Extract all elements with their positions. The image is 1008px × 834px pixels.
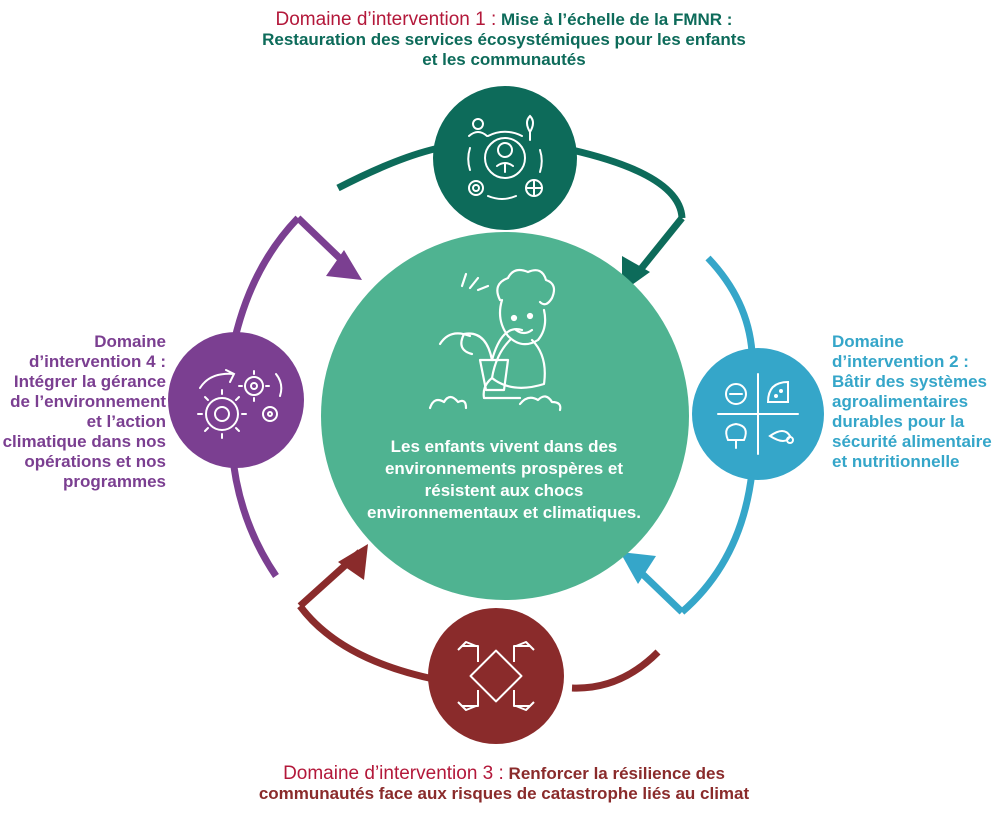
domain-2-label: Domaine d’intervention 2 : Bâtir des sys… (832, 332, 1008, 472)
arc-domain-2-to-center (620, 255, 756, 615)
domain-2-text: Bâtir des systèmes agroalimentaires dura… (832, 372, 992, 471)
domain-2-heading: Domaine d’intervention 2 : (832, 332, 969, 371)
domain-1-text: Mise à l’échelle de la FMNR : Restaurati… (262, 10, 746, 69)
arc-domain-3-to-center (297, 544, 661, 692)
center-outcome-text: Les enfants vivent dans des environnemen… (367, 437, 641, 522)
food-systems-icon (717, 373, 799, 455)
domain-3-heading: Domaine d’intervention 3 : (283, 763, 504, 784)
domain-1-heading: Domaine d’intervention 1 : (275, 9, 497, 30)
domain-4-heading: Domaine d’intervention 4 : (29, 332, 166, 371)
joined-hands-icon (457, 641, 535, 711)
gears-icon (197, 369, 283, 439)
domain-3-circle (428, 608, 564, 744)
ecosystem-services-icon (467, 114, 543, 200)
domain-4-text: Intégrer la gérance de l’environnement e… (2, 372, 166, 491)
domain-3-text: Renforcer la résilience des communautés … (258, 764, 750, 803)
domain-3-label: Domaine d’intervention 3 : Renforcer la … (254, 764, 754, 804)
child-with-plant-icon (428, 268, 562, 412)
domain-4-label: Domaine d’intervention 4 : Intégrer la g… (0, 332, 166, 492)
center-outcome-circle (321, 232, 689, 600)
domain-1-label: Domaine d’intervention 1 : Mise à l’éche… (254, 10, 754, 70)
